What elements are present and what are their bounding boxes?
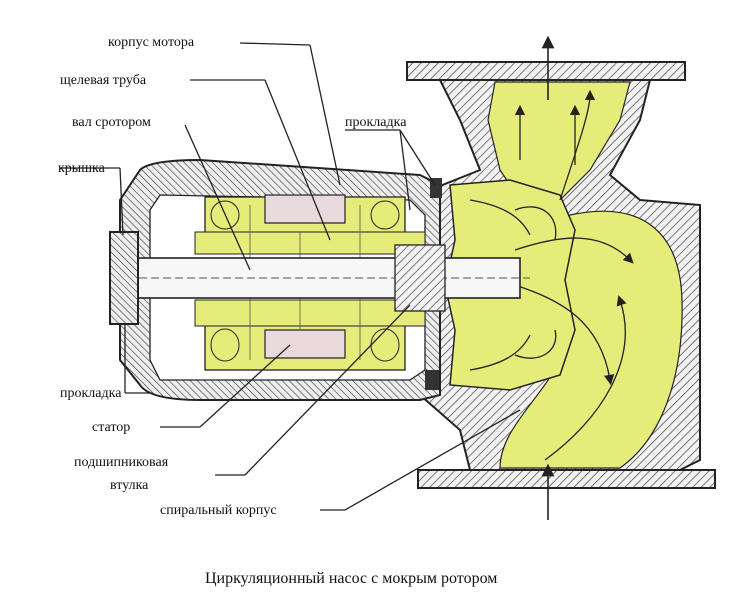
label-stator: статор	[92, 420, 130, 435]
label-shaft-rotor: вал сротором	[72, 115, 151, 130]
cover	[109, 231, 139, 325]
leader-lines	[60, 42, 521, 511]
label-bearing-line2: втулка	[110, 478, 149, 493]
label-volute: спиральный корпус	[160, 503, 277, 518]
label-cover: крышка	[58, 161, 106, 176]
label-motor-housing: корпус мотора	[108, 35, 195, 50]
label-gasket-top: прокладка	[345, 115, 407, 130]
label-can-tube: щелевая труба	[60, 73, 147, 88]
label-gasket-bottom: прокладка	[60, 386, 122, 401]
bearing-bushing	[394, 244, 446, 312]
figure-caption: Циркуляционный насос с мокрым ротором	[205, 570, 497, 587]
rotor-core	[264, 194, 346, 224]
label-bearing-line1: подшипниковая	[74, 455, 169, 470]
